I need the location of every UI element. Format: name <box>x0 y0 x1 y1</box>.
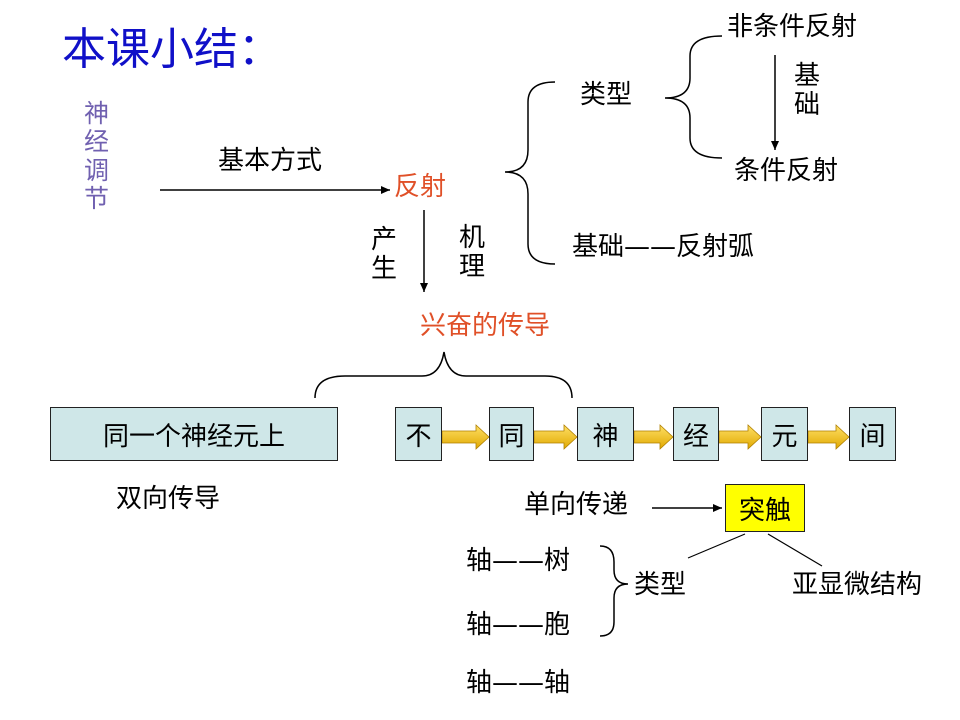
chain-arrow <box>633 424 674 450</box>
side-char: 经 <box>84 127 110 157</box>
synapse-type-axodendritic: 轴——树 <box>466 546 571 576</box>
reflex-arc-basis: 基础——反射弧 <box>572 232 755 262</box>
side-char: 调 <box>84 155 110 185</box>
chain-arrow <box>441 424 490 450</box>
produce-char: 生 <box>371 254 398 285</box>
chain-box: 元 <box>761 407 808 461</box>
basic-mode-label: 基本方式 <box>218 146 323 176</box>
produce-label: 产 生 <box>371 225 398 285</box>
foundation-char: 础 <box>794 90 821 121</box>
non-conditioned-reflex: 非条件反射 <box>727 12 858 42</box>
unidirectional-label: 单向传递 <box>524 490 629 520</box>
synapse-box: 突触 <box>725 484 805 532</box>
bidirectional-label: 双向传导 <box>116 484 221 514</box>
chain-arrow <box>718 424 762 450</box>
conditioned-reflex: 条件反射 <box>734 156 839 186</box>
foundation-char: 基 <box>794 61 821 91</box>
chain-box: 同 <box>489 407 534 461</box>
page-title: 本课小结： <box>62 24 282 75</box>
side-char: 神 <box>84 99 110 128</box>
synapse-types-brace <box>599 545 629 637</box>
synapse-line-left <box>687 533 746 559</box>
chain-arrow <box>807 424 850 450</box>
synapse-types-label: 类型 <box>634 570 687 600</box>
mechanism-char: 理 <box>459 252 486 283</box>
reflex-label: 反射 <box>394 172 447 202</box>
chain-box: 不 <box>395 407 442 461</box>
synapse-line-right <box>767 533 823 567</box>
foundation-label: 基 础 <box>794 61 821 121</box>
synapse-type-axosomatic: 轴——胞 <box>466 610 571 640</box>
mechanism-label: 机 理 <box>459 223 486 283</box>
excitation-conduction: 兴奋的传导 <box>420 311 551 341</box>
same-neuron-box: 同一个神经元上 <box>50 407 338 461</box>
side-char: 节 <box>84 183 110 213</box>
chain-arrow <box>533 424 578 450</box>
chain-box: 经 <box>673 407 719 461</box>
submicroscopic-structure: 亚显微结构 <box>792 570 923 600</box>
synapse-type-axoaxonic: 轴——轴 <box>466 668 571 698</box>
mechanism-char: 机 <box>459 223 486 253</box>
excitation-brace <box>314 351 573 399</box>
side-label-neural-regulation: 神 经 调 节 <box>84 99 110 213</box>
chain-arrows <box>441 424 850 450</box>
reflex-brace <box>504 81 556 265</box>
chain-box: 神 <box>577 407 634 461</box>
types-label: 类型 <box>580 80 633 110</box>
produce-char: 产 <box>371 225 398 255</box>
types-brace <box>664 35 723 159</box>
chain-box: 间 <box>849 407 896 461</box>
